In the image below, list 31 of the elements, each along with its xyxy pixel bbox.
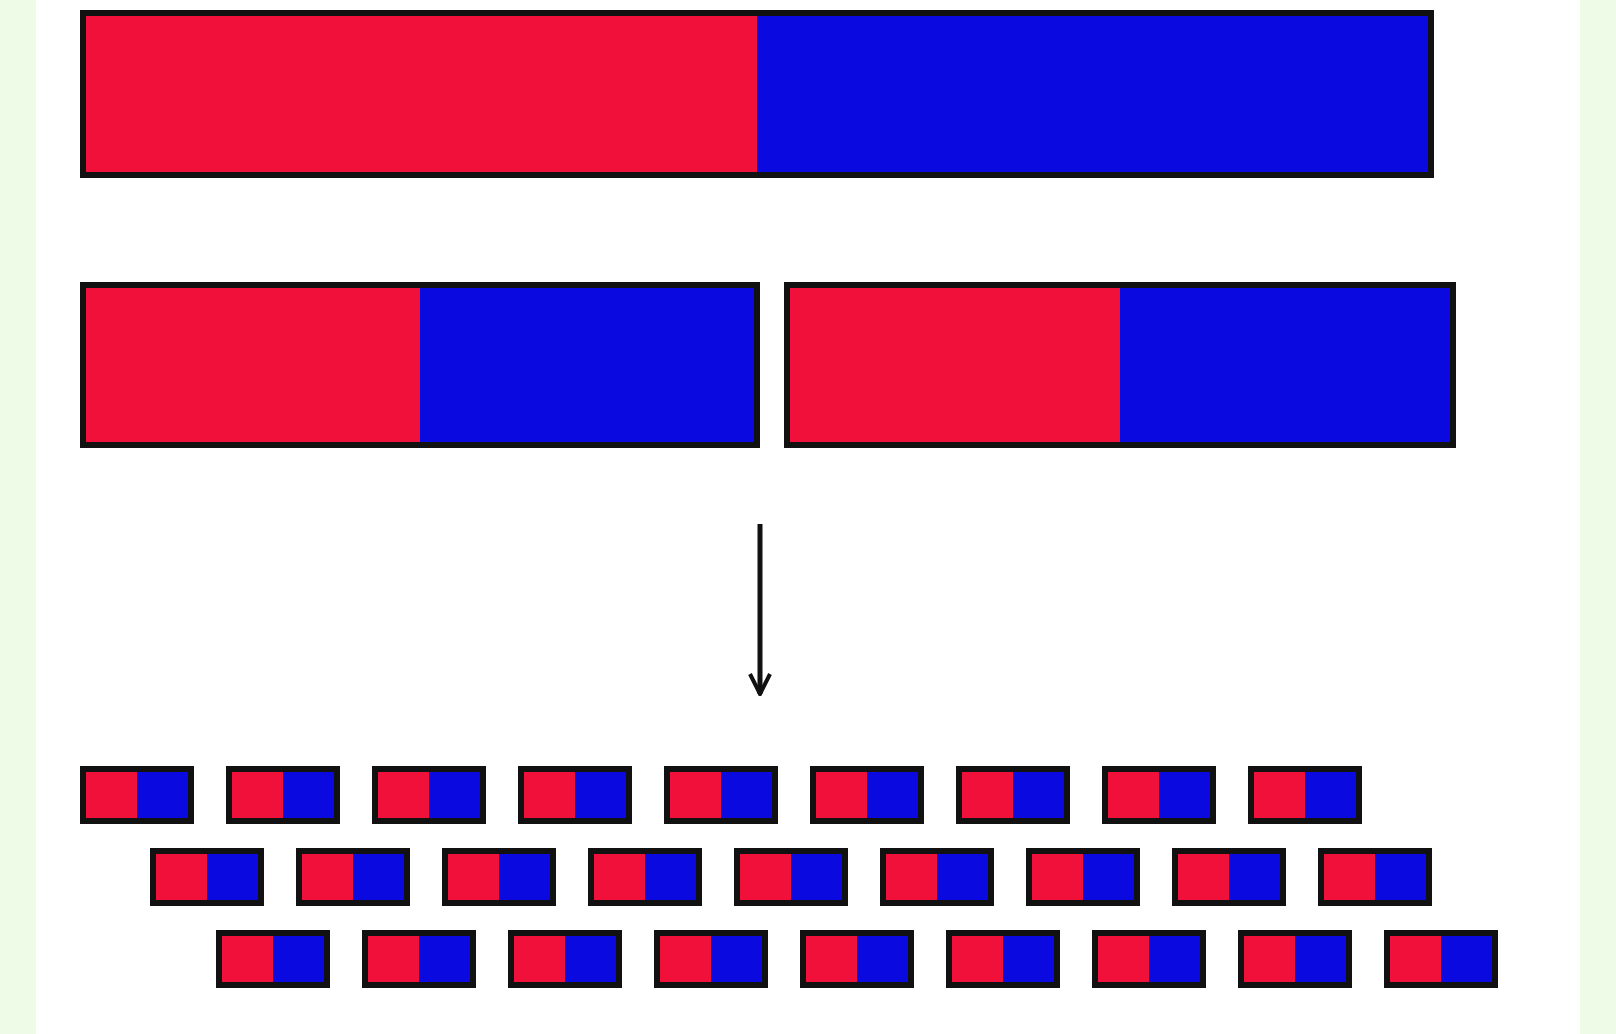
- magnet-bar: [588, 848, 702, 906]
- magnet-bar: [810, 766, 924, 824]
- magnet-bar: [1384, 930, 1498, 988]
- magnet-bar: [1172, 848, 1286, 906]
- magnet-bar: [1026, 848, 1140, 906]
- magnet-bar: [372, 766, 486, 824]
- magnet-bar: [80, 766, 194, 824]
- magnet-bar: [362, 930, 476, 988]
- magnet-bar: [518, 766, 632, 824]
- magnet-bar: [800, 930, 914, 988]
- magnet-bar: [734, 848, 848, 906]
- magnet-bar: [1238, 930, 1352, 988]
- magnet-bar: [1248, 766, 1362, 824]
- magnet-bar: [946, 930, 1060, 988]
- magnet-bar: [80, 10, 1434, 178]
- magnet-bar: [150, 848, 264, 906]
- magnet-bar: [442, 848, 556, 906]
- magnet-bar: [1092, 930, 1206, 988]
- magnet-bar: [1318, 848, 1432, 906]
- magnet-bar: [654, 930, 768, 988]
- magnet-bar: [664, 766, 778, 824]
- magnet-bar: [956, 766, 1070, 824]
- arrow: [748, 524, 772, 696]
- magnet-bar: [508, 930, 622, 988]
- magnet-bar: [226, 766, 340, 824]
- magnet-bar: [880, 848, 994, 906]
- magnet-bar: [296, 848, 410, 906]
- magnet-bar: [1102, 766, 1216, 824]
- magnet-bar: [784, 282, 1456, 448]
- magnet-bar: [216, 930, 330, 988]
- magnet-bar: [80, 282, 760, 448]
